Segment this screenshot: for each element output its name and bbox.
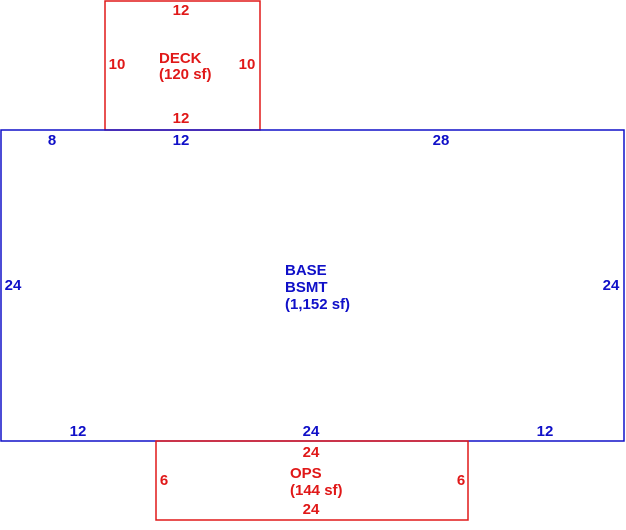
- base-dim-bottom-right: 12: [537, 423, 554, 440]
- ops-area: 24 24 6 6 OPS (144 sf): [155, 440, 469, 521]
- ops-dim-right: 6: [457, 472, 465, 489]
- deck-name-label: DECK: [159, 50, 202, 67]
- deck-dim-left: 10: [109, 56, 126, 73]
- base-dim-top-mid: 12: [173, 132, 190, 149]
- deck-area: 12 12 10 10 DECK (120 sf): [104, 0, 261, 131]
- base-dim-top-left: 8: [48, 132, 56, 149]
- base-dim-bottom-mid: 24: [303, 423, 320, 440]
- ops-dim-top: 24: [303, 444, 320, 461]
- deck-dim-top: 12: [173, 2, 190, 19]
- ops-name-label: OPS: [290, 465, 322, 482]
- base-dim-bottom-left: 12: [70, 423, 87, 440]
- base-name-label: BASE: [285, 262, 327, 279]
- ops-area-label: (144 sf): [290, 482, 343, 499]
- base-area-label: (1,152 sf): [285, 296, 350, 313]
- base-dim-top-right: 28: [433, 132, 450, 149]
- ops-dim-bottom: 24: [303, 501, 320, 518]
- deck-dim-bottom: 12: [173, 110, 190, 127]
- base-type-label: BSMT: [285, 279, 328, 296]
- ops-dim-left: 6: [160, 472, 168, 489]
- deck-dim-right: 10: [239, 56, 256, 73]
- base-area: 8 12 28 24 24 12 24 12 BASE BSMT (1,152 …: [0, 129, 625, 442]
- base-dim-left: 24: [5, 277, 22, 294]
- ops-outline: [155, 440, 469, 521]
- deck-area-label: (120 sf): [159, 66, 212, 83]
- base-dim-right: 24: [603, 277, 620, 294]
